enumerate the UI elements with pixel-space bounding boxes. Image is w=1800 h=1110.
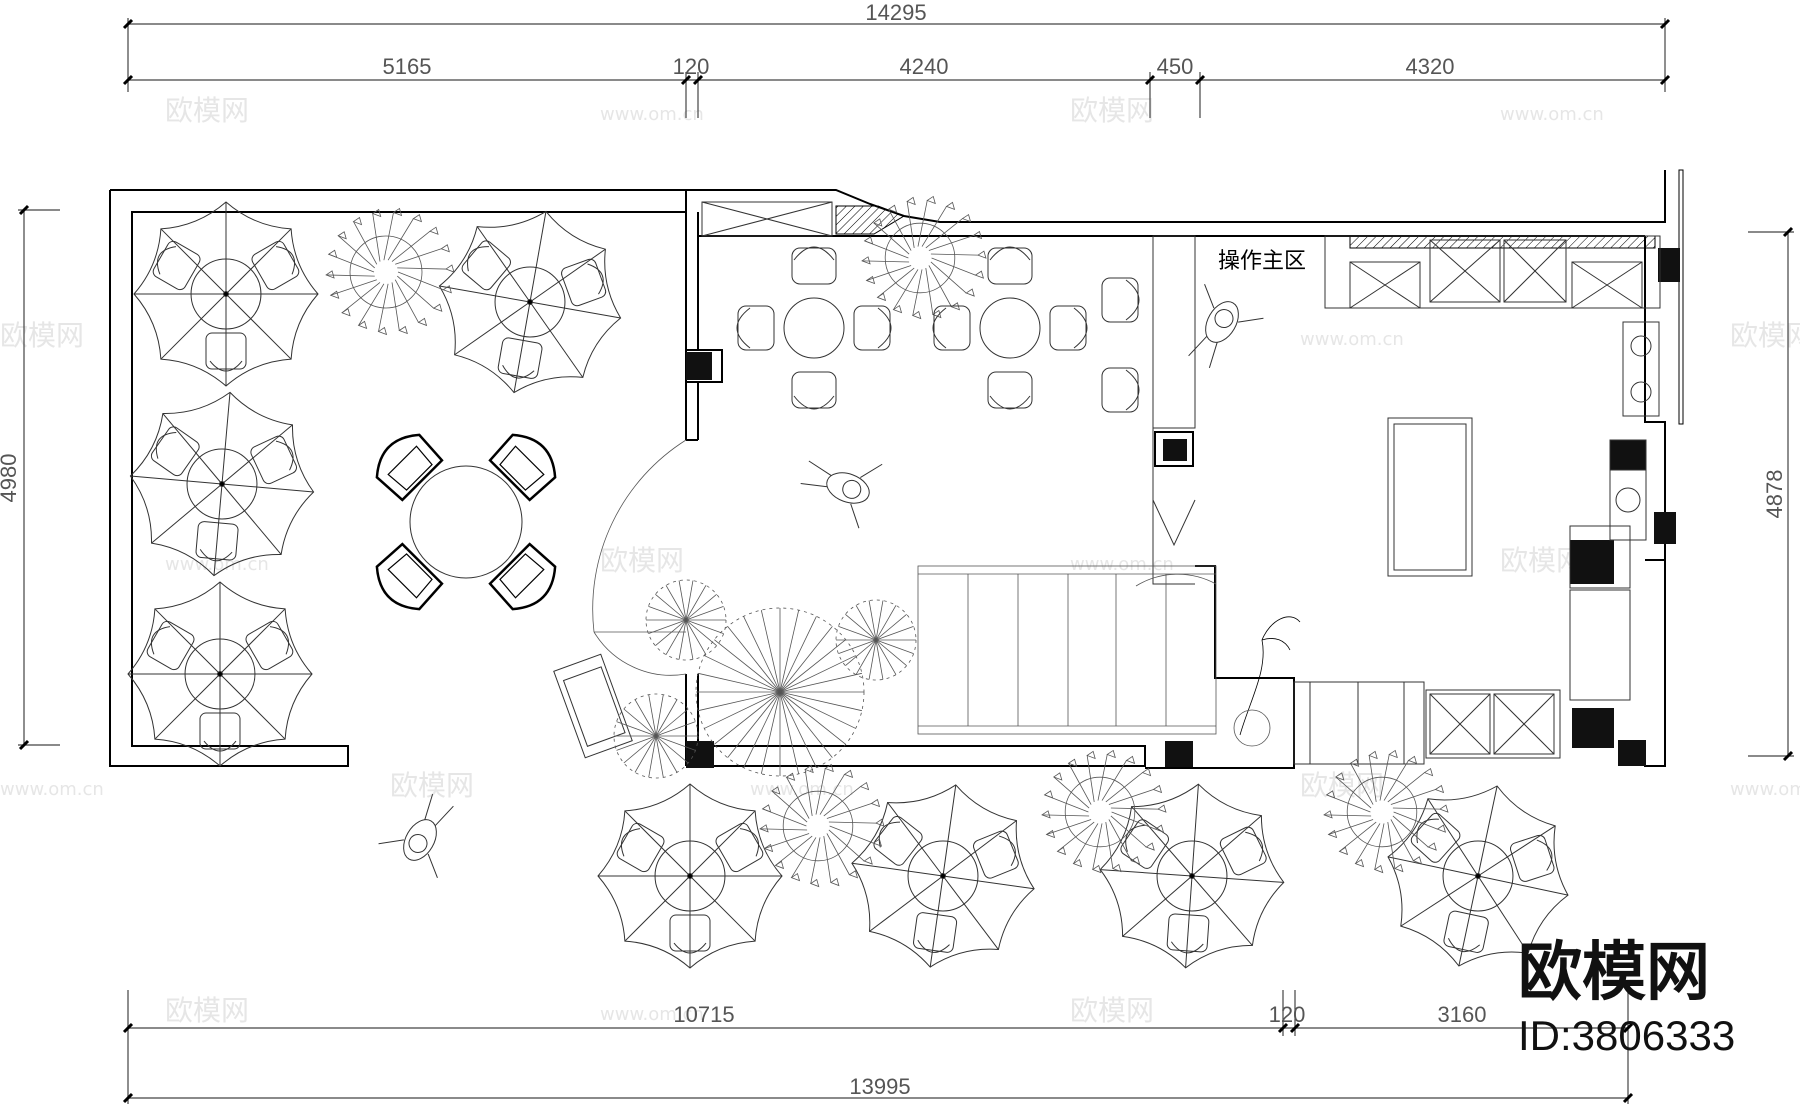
watermark-text: www.om.cn [1070, 554, 1174, 575]
watermark-text: 欧模网 [165, 994, 249, 1027]
dim-right-height: 4878 [1762, 470, 1787, 519]
watermark-text: 欧模网 [165, 94, 249, 127]
dining-chair [736, 305, 775, 351]
staircase [917, 565, 1217, 735]
dining-chair [1101, 367, 1140, 413]
lounge-chair [553, 653, 633, 759]
watermark-text: www.om.cn [0, 779, 104, 800]
potted-plant [861, 195, 987, 320]
dining-chair [987, 371, 1033, 410]
armchair [375, 433, 444, 502]
umbrella-table-set [1099, 783, 1285, 969]
bonsai-plant [1233, 616, 1301, 747]
watermark-text: www.om.cn [1730, 779, 1800, 800]
potted-plant [325, 207, 455, 336]
potted-plant [1323, 749, 1449, 874]
watermark-text: 欧模网 [600, 544, 684, 577]
dining-chair [932, 305, 971, 351]
person-figure [1188, 284, 1264, 368]
umbrella-table-set [1387, 785, 1569, 967]
dim-bottom-seg-3: 3160 [1438, 1002, 1487, 1027]
umbrella-table-set [127, 581, 313, 767]
umbrella-table-set [129, 391, 315, 577]
round-table [783, 297, 845, 359]
watermark-text: www.om.cn [1300, 329, 1404, 350]
watermark-text: www.om.cn [1500, 104, 1604, 125]
furniture-layer [127, 195, 1569, 969]
dining-chair [987, 246, 1033, 285]
umbrella-table-set [133, 201, 319, 387]
round-table [979, 297, 1041, 359]
operation-area-label: 操作主区 [1218, 249, 1306, 274]
dim-bottom-seg-2: 120 [1269, 1002, 1306, 1027]
walls [109, 169, 1684, 769]
dim-bottom-seg-1: 10715 [673, 1002, 734, 1027]
structural-columns [685, 248, 1680, 768]
palm-plant [695, 607, 865, 777]
outdoor-round-table [409, 465, 523, 579]
watermark-text: www.om.cn [165, 554, 269, 575]
watermark-text: 欧模网 [0, 319, 84, 352]
dim-top-seg-2: 120 [673, 54, 710, 79]
potted-plant [1041, 749, 1167, 874]
dining-chair [853, 305, 892, 351]
dim-top-seg-1: 5165 [383, 54, 432, 79]
potted-plant [759, 763, 885, 888]
watermark-text: 欧模网 [1070, 994, 1154, 1027]
umbrella-table-set [438, 210, 622, 394]
watermark-text: www.om.cn [600, 104, 704, 125]
watermark-text: 欧模网 [1070, 94, 1154, 127]
doors [592, 439, 1217, 676]
palm-plant [835, 599, 917, 681]
watermark-text: www.om.cn [750, 779, 854, 800]
armchair [488, 542, 557, 611]
dim-top-seg-5: 4320 [1406, 54, 1455, 79]
dim-top-seg-4: 450 [1157, 54, 1194, 79]
dim-left-height: 4980 [0, 454, 21, 503]
dining-chair [1101, 277, 1140, 323]
watermark-layer: 欧模网 www.om.cn 欧模网 www.om.cn 欧模网 www.om.cn 欧模网 w… [0, 94, 1800, 1027]
palm-plant [645, 579, 727, 661]
kitchen-cabinets [701, 201, 1661, 765]
brand-id: ID:3806333 [1518, 1012, 1735, 1059]
umbrella-table-set [597, 783, 783, 969]
dim-top-seg-3: 4240 [900, 54, 949, 79]
dining-chair [791, 371, 837, 410]
person-figure [378, 794, 454, 878]
dim-top-total: 14295 [865, 0, 926, 25]
watermark-text: 欧模网 [1730, 319, 1800, 352]
palm-plant [613, 693, 699, 779]
person-figure [800, 460, 883, 529]
watermark-text: www.om.cn [600, 1004, 704, 1025]
dimension-ticks [18, 18, 1794, 1104]
dining-chair [1049, 305, 1088, 351]
hatched-wall [835, 205, 1656, 249]
umbrella-table-set [851, 784, 1035, 968]
brand-logo-text: 欧模网 [1518, 936, 1710, 1010]
dining-chair [791, 246, 837, 285]
armchair [488, 433, 557, 502]
dim-bottom-total: 13995 [849, 1074, 910, 1099]
armchair [375, 542, 444, 611]
